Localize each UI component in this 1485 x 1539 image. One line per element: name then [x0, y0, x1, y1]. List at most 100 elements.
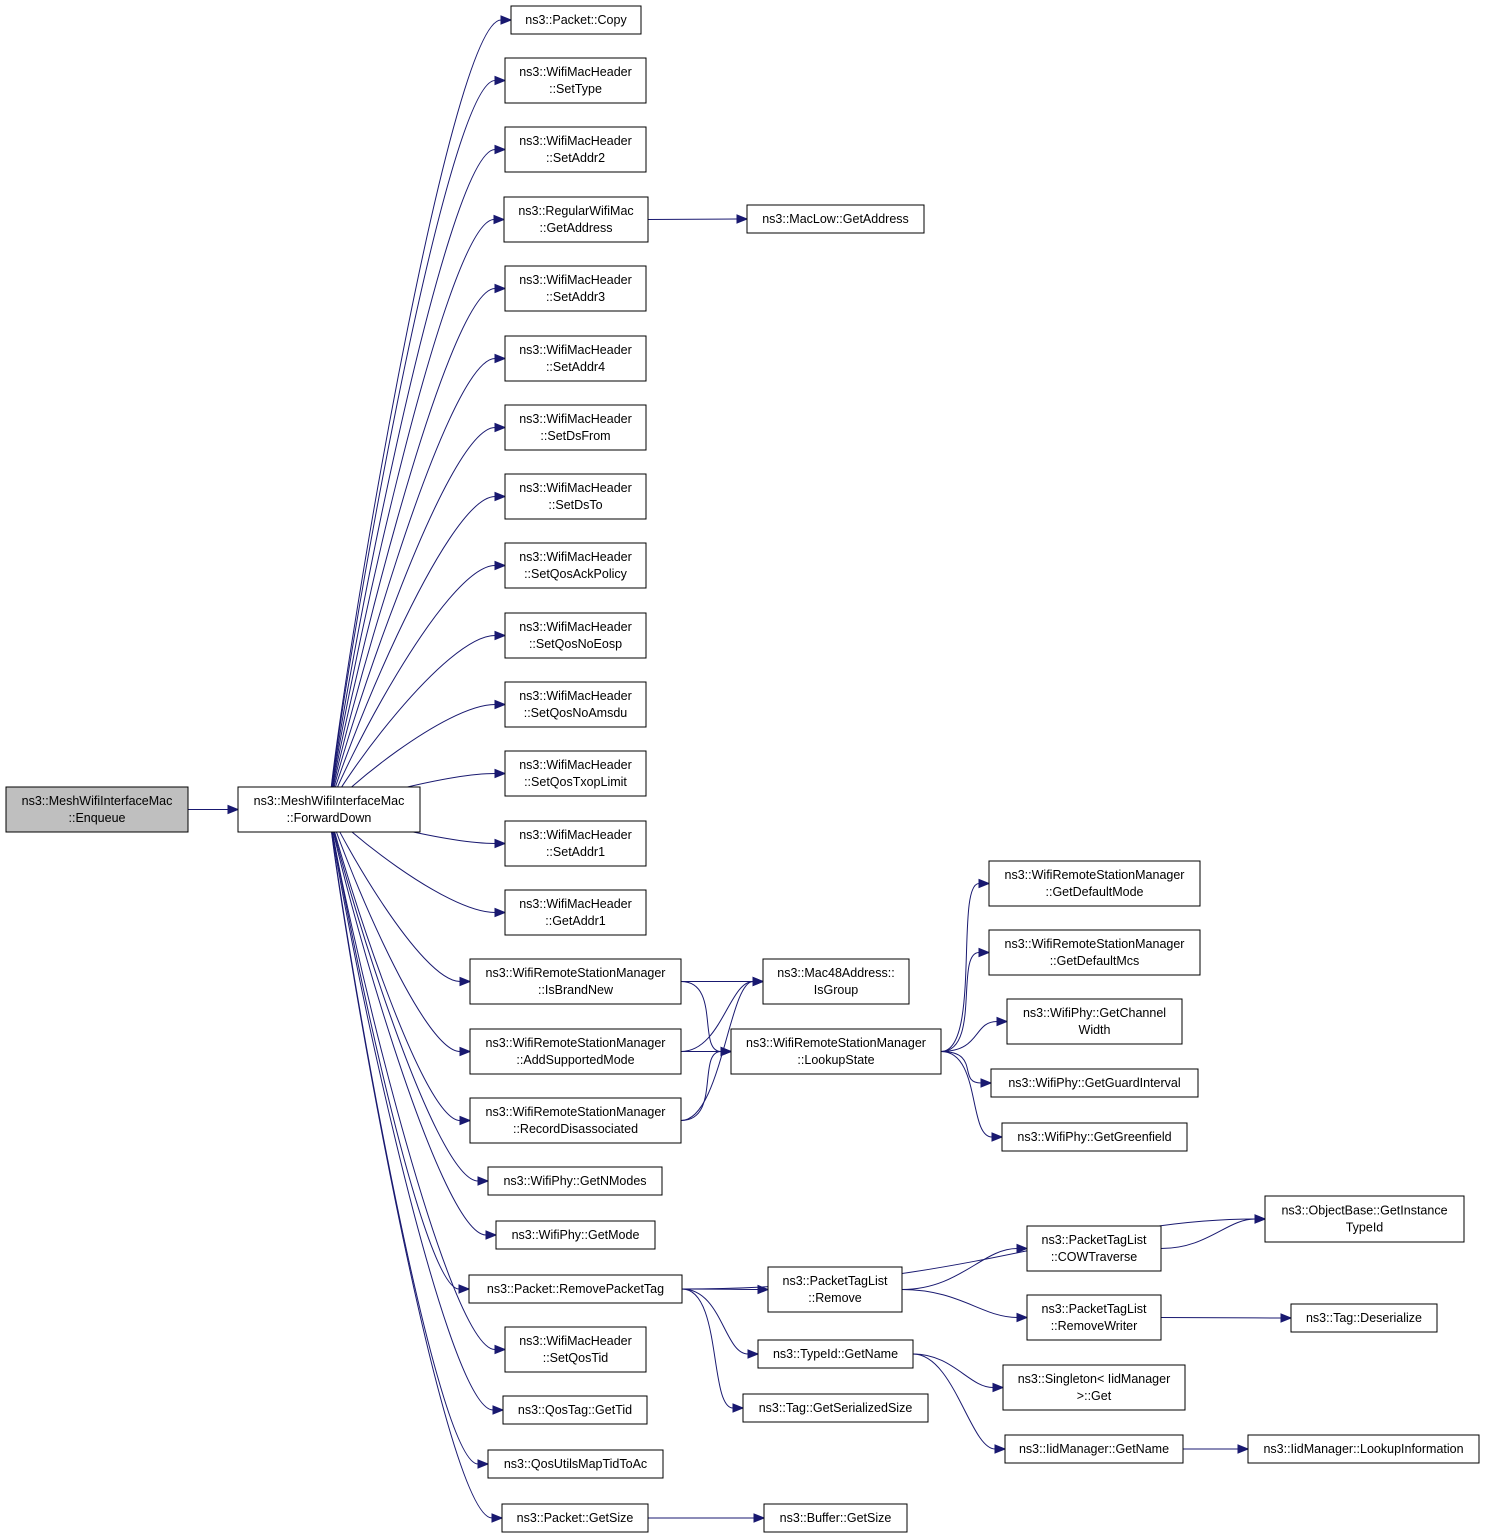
node-iid_getname[interactable]: ns3::IidManager::GetName — [1004, 1434, 1184, 1464]
node-label: ns3::Tag::GetSerializedSize — [759, 1401, 913, 1415]
node-box[interactable] — [469, 1028, 682, 1075]
node-box[interactable] — [1026, 1294, 1162, 1341]
node-label: ns3::WifiPhy::GetGreenfield — [1017, 1130, 1171, 1144]
node-setqosackpolicy[interactable]: ns3::WifiMacHeader::SetQosAckPolicy — [504, 542, 647, 589]
edge-typeid_getname-to-singleton_get — [912, 1353, 994, 1388]
node-box[interactable] — [762, 958, 910, 1005]
node-setaddr2[interactable]: ns3::WifiMacHeader::SetAddr2 — [504, 126, 647, 173]
node-box[interactable] — [757, 1339, 914, 1369]
node-box[interactable] — [504, 57, 647, 104]
node-tag_deserialize[interactable]: ns3::Tag::Deserialize — [1290, 1303, 1438, 1333]
node-maclow_getaddress[interactable]: ns3::MacLow::GetAddress — [746, 204, 925, 234]
node-box[interactable] — [502, 1395, 648, 1425]
node-box[interactable] — [1247, 1434, 1480, 1464]
node-box[interactable] — [510, 5, 642, 35]
node-getguardinterval[interactable]: ns3::WifiPhy::GetGuardInterval — [990, 1068, 1199, 1098]
node-setaddr1[interactable]: ns3::WifiMacHeader::SetAddr1 — [504, 820, 647, 867]
node-box[interactable] — [1290, 1303, 1438, 1333]
node-lookupstate[interactable]: ns3::WifiRemoteStationManager::LookupSta… — [730, 1028, 942, 1075]
node-setqostid[interactable]: ns3::WifiMacHeader::SetQosTid — [504, 1326, 647, 1373]
node-box[interactable] — [504, 126, 647, 173]
node-box[interactable] — [504, 612, 647, 659]
node-box[interactable] — [504, 265, 647, 312]
node-box[interactable] — [1006, 998, 1183, 1045]
node-getgreenfield[interactable]: ns3::WifiPhy::GetGreenfield — [1001, 1122, 1188, 1152]
node-isbrandnew[interactable]: ns3::WifiRemoteStationManager::IsBrandNe… — [469, 958, 682, 1005]
node-box[interactable] — [503, 196, 649, 243]
node-qostag_gettid[interactable]: ns3::QosTag::GetTid — [502, 1395, 648, 1425]
node-isgroup[interactable]: ns3::Mac48Address::IsGroup — [762, 958, 910, 1005]
node-label: ns3::WifiMacHeader — [519, 897, 632, 911]
node-box[interactable] — [504, 820, 647, 867]
node-box[interactable] — [1002, 1364, 1186, 1411]
node-box[interactable] — [504, 542, 647, 589]
node-setqosnoeosp[interactable]: ns3::WifiMacHeader::SetQosNoEosp — [504, 612, 647, 659]
node-box[interactable] — [988, 929, 1201, 976]
node-box[interactable] — [1004, 1434, 1184, 1464]
node-box[interactable] — [487, 1166, 663, 1196]
node-setqosnoamsdu[interactable]: ns3::WifiMacHeader::SetQosNoAmsdu — [504, 681, 647, 728]
arrowhead-lookupstate-to-getchannelwidth — [996, 1016, 1009, 1027]
node-box[interactable] — [469, 1097, 682, 1144]
node-setqostxoplimit[interactable]: ns3::WifiMacHeader::SetQosTxopLimit — [504, 750, 647, 797]
node-box[interactable] — [237, 786, 421, 833]
node-box[interactable] — [5, 786, 189, 833]
node-box[interactable] — [742, 1393, 929, 1423]
node-getnmodes[interactable]: ns3::WifiPhy::GetNModes — [487, 1166, 663, 1196]
node-qosutils[interactable]: ns3::QosUtilsMapTidToAc — [487, 1449, 664, 1479]
node-box[interactable] — [468, 1274, 683, 1304]
node-box[interactable] — [990, 1068, 1199, 1098]
node-addsupportedmode[interactable]: ns3::WifiRemoteStationManager::AddSuppor… — [469, 1028, 682, 1075]
node-label: ns3::WifiMacHeader — [519, 689, 632, 703]
node-getaddr1[interactable]: ns3::WifiMacHeader::GetAddr1 — [504, 889, 647, 936]
node-settype[interactable]: ns3::WifiMacHeader::SetType — [504, 57, 647, 104]
node-label: ns3::Mac48Address:: — [777, 966, 894, 980]
node-copy[interactable]: ns3::Packet::Copy — [510, 5, 642, 35]
node-buffer_getsize[interactable]: ns3::Buffer::GetSize — [763, 1503, 908, 1533]
node-getdefaultmcs[interactable]: ns3::WifiRemoteStationManager::GetDefaul… — [988, 929, 1201, 976]
node-ptl_remove[interactable]: ns3::PacketTagList::Remove — [767, 1266, 903, 1313]
node-tag_getserializedsize[interactable]: ns3::Tag::GetSerializedSize — [742, 1393, 929, 1423]
node-box[interactable] — [746, 204, 925, 234]
node-box[interactable] — [730, 1028, 942, 1075]
arrowhead-forwarddown-to-getaddr1 — [494, 907, 507, 918]
node-getdefaultmode[interactable]: ns3::WifiRemoteStationManager::GetDefaul… — [988, 860, 1201, 907]
node-box[interactable] — [1026, 1225, 1162, 1272]
node-box[interactable] — [504, 1326, 647, 1373]
node-box[interactable] — [504, 750, 647, 797]
node-box[interactable] — [988, 860, 1201, 907]
node-box[interactable] — [763, 1503, 908, 1533]
node-box[interactable] — [504, 473, 647, 520]
node-box[interactable] — [1264, 1195, 1465, 1243]
node-getmode[interactable]: ns3::WifiPhy::GetMode — [495, 1220, 656, 1250]
node-rwm_getaddress[interactable]: ns3::RegularWifiMac::GetAddress — [503, 196, 649, 243]
node-box[interactable] — [495, 1220, 656, 1250]
node-box[interactable] — [469, 958, 682, 1005]
node-typeid_getname[interactable]: ns3::TypeId::GetName — [757, 1339, 914, 1369]
node-setaddr3[interactable]: ns3::WifiMacHeader::SetAddr3 — [504, 265, 647, 312]
node-box[interactable] — [501, 1503, 649, 1533]
node-box[interactable] — [767, 1266, 903, 1313]
node-forwarddown[interactable]: ns3::MeshWifiInterfaceMac::ForwardDown — [237, 786, 421, 833]
node-box[interactable] — [504, 335, 647, 382]
node-enqueue[interactable]: ns3::MeshWifiInterfaceMac::Enqueue — [5, 786, 189, 833]
node-box[interactable] — [504, 404, 647, 451]
node-lookupinformation[interactable]: ns3::IidManager::LookupInformation — [1247, 1434, 1480, 1464]
node-setdsto[interactable]: ns3::WifiMacHeader::SetDsTo — [504, 473, 647, 520]
edge-rwm_getaddress-to-maclow_getaddress — [647, 218, 738, 220]
node-box[interactable] — [504, 681, 647, 728]
node-setaddr4[interactable]: ns3::WifiMacHeader::SetAddr4 — [504, 335, 647, 382]
node-packet_getsize[interactable]: ns3::Packet::GetSize — [501, 1503, 649, 1533]
node-setdsfrom[interactable]: ns3::WifiMacHeader::SetDsFrom — [504, 404, 647, 451]
node-removepackettag[interactable]: ns3::Packet::RemovePacketTag — [468, 1274, 683, 1304]
node-removewriter[interactable]: ns3::PacketTagList::RemoveWriter — [1026, 1294, 1162, 1341]
node-recorddisassociated[interactable]: ns3::WifiRemoteStationManager::RecordDis… — [469, 1097, 682, 1144]
node-box[interactable] — [504, 889, 647, 936]
node-cowtraverse[interactable]: ns3::PacketTagList::COWTraverse — [1026, 1225, 1162, 1272]
node-box[interactable] — [487, 1449, 664, 1479]
node-box[interactable] — [1001, 1122, 1188, 1152]
node-label: ::Remove — [808, 1291, 862, 1305]
node-singleton_get[interactable]: ns3::Singleton< IidManager >::Get — [1002, 1364, 1186, 1411]
